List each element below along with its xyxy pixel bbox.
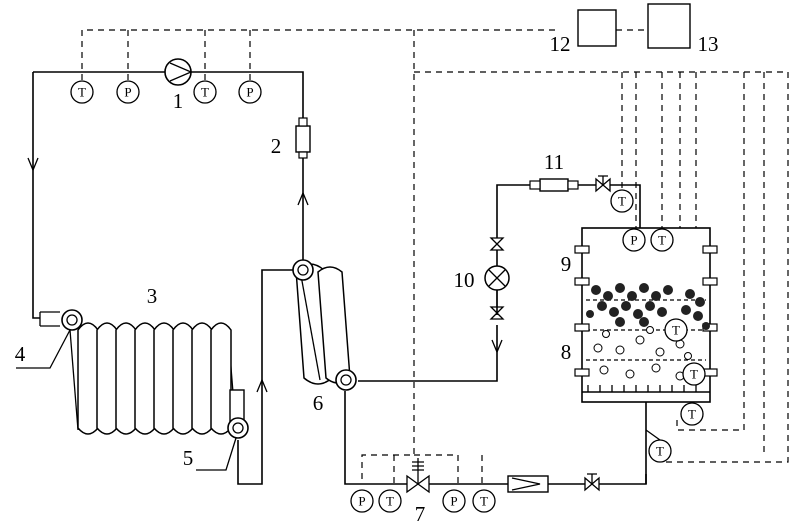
- svg-text:T: T: [688, 407, 696, 422]
- bottom-valve: [584, 476, 600, 492]
- sensor-t-bottom-right: T: [472, 489, 496, 513]
- sensor-t-tank-top: T: [650, 228, 674, 252]
- label-evaporator-coil: 6: [313, 391, 324, 415]
- svg-text:P: P: [124, 85, 131, 100]
- sensor-t-tank-mid2: T: [682, 362, 706, 386]
- main-pipework: [32, 71, 647, 485]
- sensor-p-left-top: P: [116, 80, 140, 104]
- expansion-valve: [406, 458, 430, 494]
- valve-after-filter: [595, 177, 611, 193]
- label-sight-glass: 2: [271, 134, 282, 158]
- sensor-p-right-top: P: [238, 80, 262, 104]
- sight-glass: [295, 117, 311, 159]
- svg-text:P: P: [450, 494, 457, 509]
- flow-arrows: [27, 157, 503, 393]
- sensor-p-tank: P: [622, 228, 646, 252]
- label-data-logger: 12: [550, 32, 571, 56]
- svg-text:T: T: [78, 85, 86, 100]
- svg-text:T: T: [386, 494, 394, 509]
- filter: [529, 178, 579, 192]
- svg-text:T: T: [658, 233, 666, 248]
- sensor-t-bottom-left: T: [378, 489, 402, 513]
- sensor-t-left-top: T: [70, 80, 94, 104]
- computer-box: [647, 3, 691, 49]
- flow-meter: [484, 237, 510, 320]
- label-tank-lower: 8: [561, 340, 572, 364]
- label-expansion-valve: 7: [415, 502, 426, 526]
- svg-text:T: T: [201, 85, 209, 100]
- label-coil-outlet: 5: [183, 446, 194, 470]
- label-condenser-coil: 3: [147, 284, 158, 308]
- label-compressor: 1: [173, 89, 184, 113]
- label-computer: 13: [698, 32, 719, 56]
- label-coil-inlet: 4: [15, 342, 26, 366]
- compressor: [164, 58, 193, 86]
- bubbles: [593, 326, 692, 381]
- sensor-t-outlet: T: [648, 439, 672, 463]
- svg-text:T: T: [672, 323, 680, 338]
- label-tank-upper: 9: [561, 252, 572, 276]
- svg-text:T: T: [618, 194, 626, 209]
- label-flow-meter: 10: [454, 268, 475, 292]
- label-filter: 11: [544, 150, 564, 174]
- bottom-filter: [507, 475, 549, 493]
- svg-text:P: P: [358, 494, 365, 509]
- signal-lines: [81, 29, 789, 484]
- data-logger-box: [577, 9, 617, 47]
- sensor-t-tank-bottom: T: [680, 402, 704, 426]
- condenser-coil: [39, 309, 249, 439]
- sensor-t-valve11: T: [610, 189, 634, 213]
- sensor-t-right-top: T: [193, 80, 217, 104]
- svg-text:P: P: [246, 85, 253, 100]
- svg-text:T: T: [656, 444, 664, 459]
- svg-text:P: P: [630, 233, 637, 248]
- ice-particles: [586, 283, 710, 330]
- svg-text:T: T: [690, 367, 698, 382]
- svg-text:T: T: [480, 494, 488, 509]
- evaporator-coil: [292, 259, 357, 391]
- sensor-p-bottom-left: P: [350, 489, 374, 513]
- sensor-t-tank-mid1: T: [664, 318, 688, 342]
- sensor-p-bottom-right: P: [442, 489, 466, 513]
